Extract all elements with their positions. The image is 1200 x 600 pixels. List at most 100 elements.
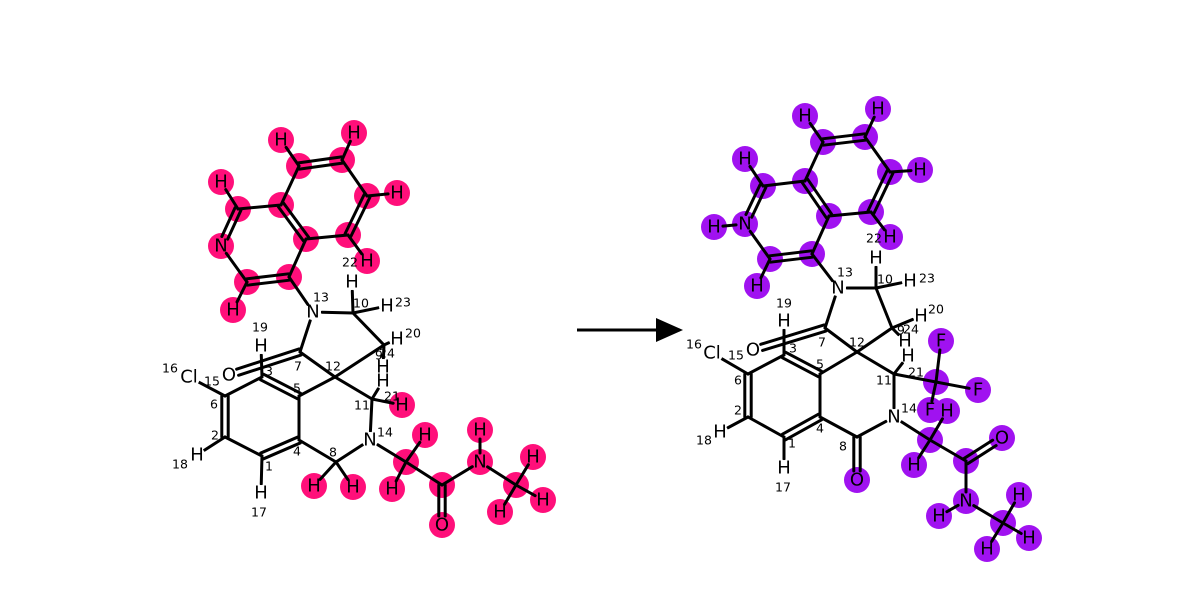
reactant-atom-h: H [360, 251, 374, 272]
product-double-bond [781, 356, 821, 379]
reactant-single-bond [346, 233, 364, 256]
reactant-atom-index-label: 4 [293, 444, 301, 459]
reactant-single-bond [224, 188, 240, 211]
reactant-atom-index-label: 8 [329, 445, 337, 460]
reactant-atom-h: H [347, 123, 361, 144]
reactant-atom-highlight [379, 476, 405, 502]
reactant-atom-index-label: 13 [313, 290, 329, 305]
product-double-bond [806, 177, 834, 216]
product-double-bond [768, 255, 814, 264]
reactant-single-bond [318, 460, 338, 481]
product-atom-h: H [1012, 485, 1026, 506]
reactant-single-bond [224, 251, 249, 284]
product-double-bond [866, 169, 889, 213]
product-single-bond [874, 281, 903, 290]
product-atom-index-label: 1 [788, 436, 796, 451]
reactant-single-bond [350, 289, 355, 315]
reactant-single-bond [394, 460, 408, 483]
product-atom-f: F [973, 380, 983, 401]
reactant-single-bond [514, 463, 530, 487]
product-atom-h: H [713, 422, 727, 443]
product-atom-index-label: 19 [776, 296, 792, 311]
product-atom-index-label: 8 [839, 439, 847, 454]
product-single-bond [934, 380, 971, 390]
reactant-double-bond [297, 161, 344, 171]
reactant-single-bond [370, 387, 380, 401]
reactant-atom-index-label: 1 [265, 459, 273, 474]
reactant-single-bond [320, 310, 355, 315]
reactant-atom-highlight [467, 417, 493, 443]
reactant-single-bond [365, 192, 390, 198]
product-atom-h: H [914, 306, 928, 327]
reactant-double-bond [220, 206, 237, 238]
product-atom-highlight [844, 467, 870, 493]
product-atom-h: H [869, 248, 883, 269]
product-atom-index-label: 11 [876, 373, 892, 388]
reactant-atom-highlight [389, 392, 415, 418]
product-double-bond [759, 323, 826, 346]
product-atom-label-backing [902, 273, 918, 289]
reactant-double-bond [245, 278, 291, 287]
reactant-single-bond [297, 375, 337, 398]
reactant-atom-highlight [412, 422, 438, 448]
reactant-atom-index-label: 22 [342, 255, 358, 270]
reactant-atom-index-label: 10 [353, 296, 369, 311]
product-single-bond [748, 229, 772, 261]
product-single-bond [928, 417, 944, 442]
product-atom-h: H [750, 276, 764, 297]
product-atom-highlight [901, 452, 927, 478]
product-double-bond [744, 183, 762, 216]
product-atom-h: H [798, 106, 812, 127]
product-single-bond [810, 252, 835, 283]
product-atom-highlight [907, 157, 933, 183]
reactant-double-bond [259, 435, 300, 455]
product-atom-h: H [940, 401, 954, 422]
product-atom-label-backing [886, 409, 902, 425]
reactant-atom-highlight [384, 180, 410, 206]
product-single-bond [890, 326, 901, 337]
reactant-single-bond [351, 306, 380, 315]
reactant-single-bond [376, 443, 408, 464]
product-single-bond [827, 210, 873, 218]
product-single-bond [761, 179, 807, 188]
product-atom-h: H [932, 506, 946, 527]
product-atom-h: H [901, 346, 915, 367]
product-double-bond [800, 181, 828, 220]
product-single-bond [810, 214, 831, 256]
product-atom-highlight [865, 96, 891, 122]
reactant-double-bond [261, 441, 302, 461]
product-single-bond [863, 115, 876, 139]
product-single-bond [823, 326, 859, 354]
reactant-atom-h: H [254, 336, 268, 357]
reactant-single-bond [236, 203, 283, 211]
reactant-single-bond [440, 465, 474, 487]
product-atom-h: H [903, 271, 917, 292]
product-single-bond [863, 135, 892, 174]
reactant-atom-highlight [429, 512, 455, 538]
reactant-double-bond [226, 208, 243, 241]
product-atom-h: H [707, 217, 721, 238]
product-atom-index-label: 9 [897, 323, 905, 338]
product-single-bond [892, 361, 904, 376]
product-atom-highlight [744, 273, 770, 299]
product-atom-highlight [792, 103, 818, 129]
product-atom-f: F [925, 400, 935, 421]
reactant-atom-h: H [473, 420, 487, 441]
reactant-atom-label-backing [253, 338, 269, 354]
product-atom-label-backing [900, 348, 916, 364]
reactant-single-bond [370, 397, 395, 405]
product-atom-h: H [883, 227, 897, 248]
product-atom-index-label: 14 [901, 401, 917, 416]
product-single-bond [945, 503, 960, 514]
reactant-single-bond [333, 343, 386, 379]
product-single-bond [934, 348, 942, 384]
reactant-atom-index-label: 18 [172, 457, 188, 472]
reactant-single-bond [279, 164, 301, 207]
product-double-bond [780, 412, 820, 436]
product-single-bond [855, 419, 888, 439]
reactant-atom-highlight [530, 487, 556, 513]
product-single-bond [900, 420, 932, 442]
reactant-atom-h: H [395, 395, 409, 416]
reactant-atom-highlight [467, 449, 493, 475]
product-atom-highlight [974, 536, 1000, 562]
